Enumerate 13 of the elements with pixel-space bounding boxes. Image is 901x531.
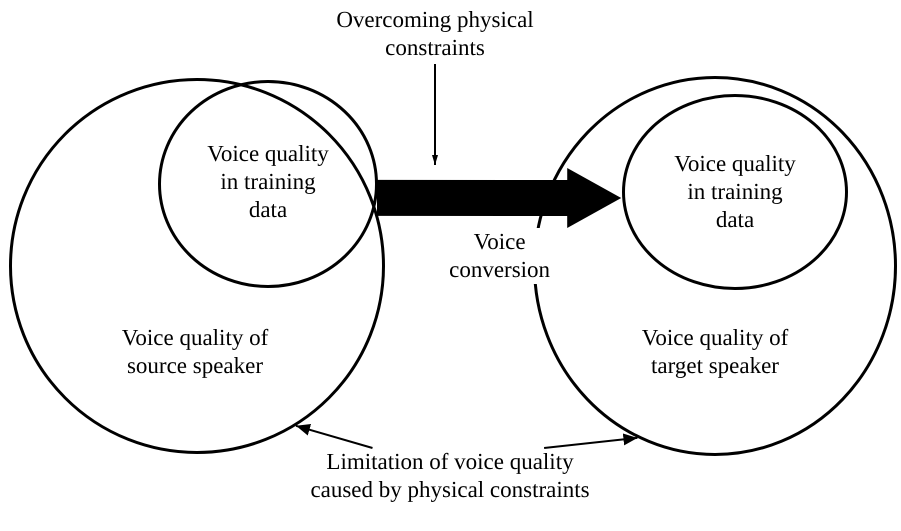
annotation-text: Limitation of voice quality caused by physical constraints bbox=[309, 448, 591, 504]
circle bbox=[158, 80, 378, 288]
circle bbox=[9, 78, 385, 454]
circle-label: Voice quality in training data bbox=[673, 150, 797, 234]
circle bbox=[622, 94, 848, 290]
arrow bbox=[296, 424, 373, 449]
annotation-text: Overcoming physical constraints bbox=[335, 6, 535, 62]
circle-label: Voice quality in training data bbox=[206, 140, 330, 224]
circle-label: Voice quality of target speaker bbox=[640, 324, 790, 380]
circle-label: Voice quality of source speaker bbox=[120, 324, 270, 380]
arrow bbox=[432, 64, 438, 165]
block-arrow bbox=[377, 168, 622, 228]
arrow bbox=[544, 433, 638, 449]
